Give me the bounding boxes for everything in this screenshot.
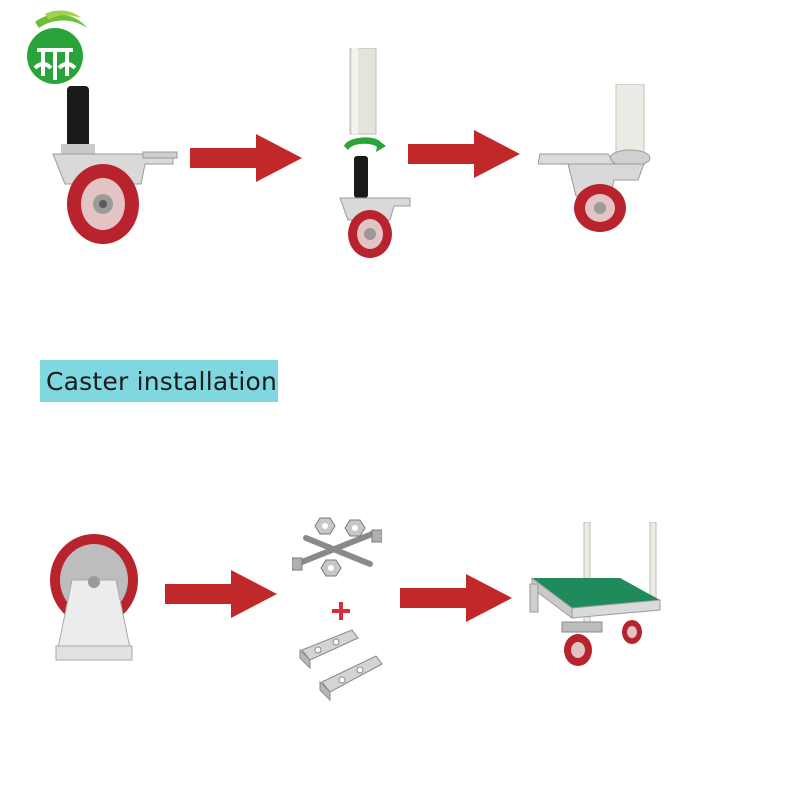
brand-logo [15, 8, 95, 86]
tube-insertion-image [330, 48, 420, 260]
stem-caster-image [45, 80, 185, 250]
mounting-brackets-image [296, 626, 388, 702]
section-title-text: Caster installation [46, 366, 278, 396]
assembled-cart-image [528, 522, 664, 670]
arrow-right-icon [400, 574, 512, 622]
section-title: Caster installation [40, 360, 278, 402]
assembled-caster-image [538, 84, 658, 234]
arrow-right-icon [165, 570, 277, 618]
plus-icon [332, 602, 350, 620]
arrow-right-icon [408, 130, 520, 178]
arrow-right-icon [190, 134, 302, 182]
rigid-caster-image [48, 530, 140, 664]
bolts-and-nuts-image [292, 514, 382, 580]
